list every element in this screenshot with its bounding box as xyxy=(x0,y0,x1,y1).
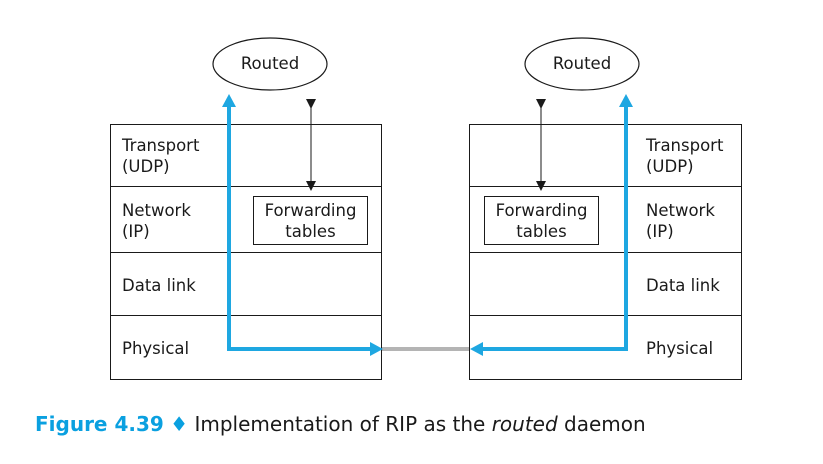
right-routed-ellipse xyxy=(524,37,640,91)
right-physical-layer-label: Physical xyxy=(646,339,714,358)
figure-number: Figure 4.39 xyxy=(35,412,164,436)
caption-text-italic: routed xyxy=(491,412,558,436)
right-path-left-arrowhead xyxy=(470,342,483,356)
right-network-layer-label: Network (IP) xyxy=(646,201,715,241)
left-datalink-layer-label: Data link xyxy=(122,276,196,295)
left-rip-path xyxy=(222,94,383,356)
caption-separator-icon: ♦ xyxy=(170,412,189,436)
right-transport-layer-label: Transport (UDP) xyxy=(646,136,724,176)
caption-text-after: daemon xyxy=(564,412,646,436)
left-physical-layer-label: Physical xyxy=(122,339,190,358)
right-datalink-layer-label: Data link xyxy=(646,276,720,295)
left-forwarding-tables-label: Forwarding tables xyxy=(264,201,357,241)
right-forwarding-tables-label: Forwarding tables xyxy=(495,201,588,241)
left-protocol-stack xyxy=(110,124,382,380)
left-path-right-arrowhead xyxy=(370,342,383,356)
right-forwarding-table-box xyxy=(484,196,599,245)
left-transport-layer-label: Transport (UDP) xyxy=(122,136,200,176)
left-routed-ellipse xyxy=(212,37,328,91)
left-network-layer-label: Network (IP) xyxy=(122,201,191,241)
right-path-up-arrowhead xyxy=(619,94,633,107)
figure-caption: Figure 4.39 ♦ Implementation of RIP as t… xyxy=(35,410,646,438)
left-forwarding-table-box xyxy=(253,196,368,245)
right-rip-path xyxy=(470,94,633,356)
left-path-up-arrowhead xyxy=(222,94,236,107)
right-protocol-stack xyxy=(469,124,742,380)
left-routed-label: Routed xyxy=(240,54,300,73)
caption-text-before: Implementation of RIP as the xyxy=(194,412,486,436)
right-routed-label: Routed xyxy=(552,54,612,73)
